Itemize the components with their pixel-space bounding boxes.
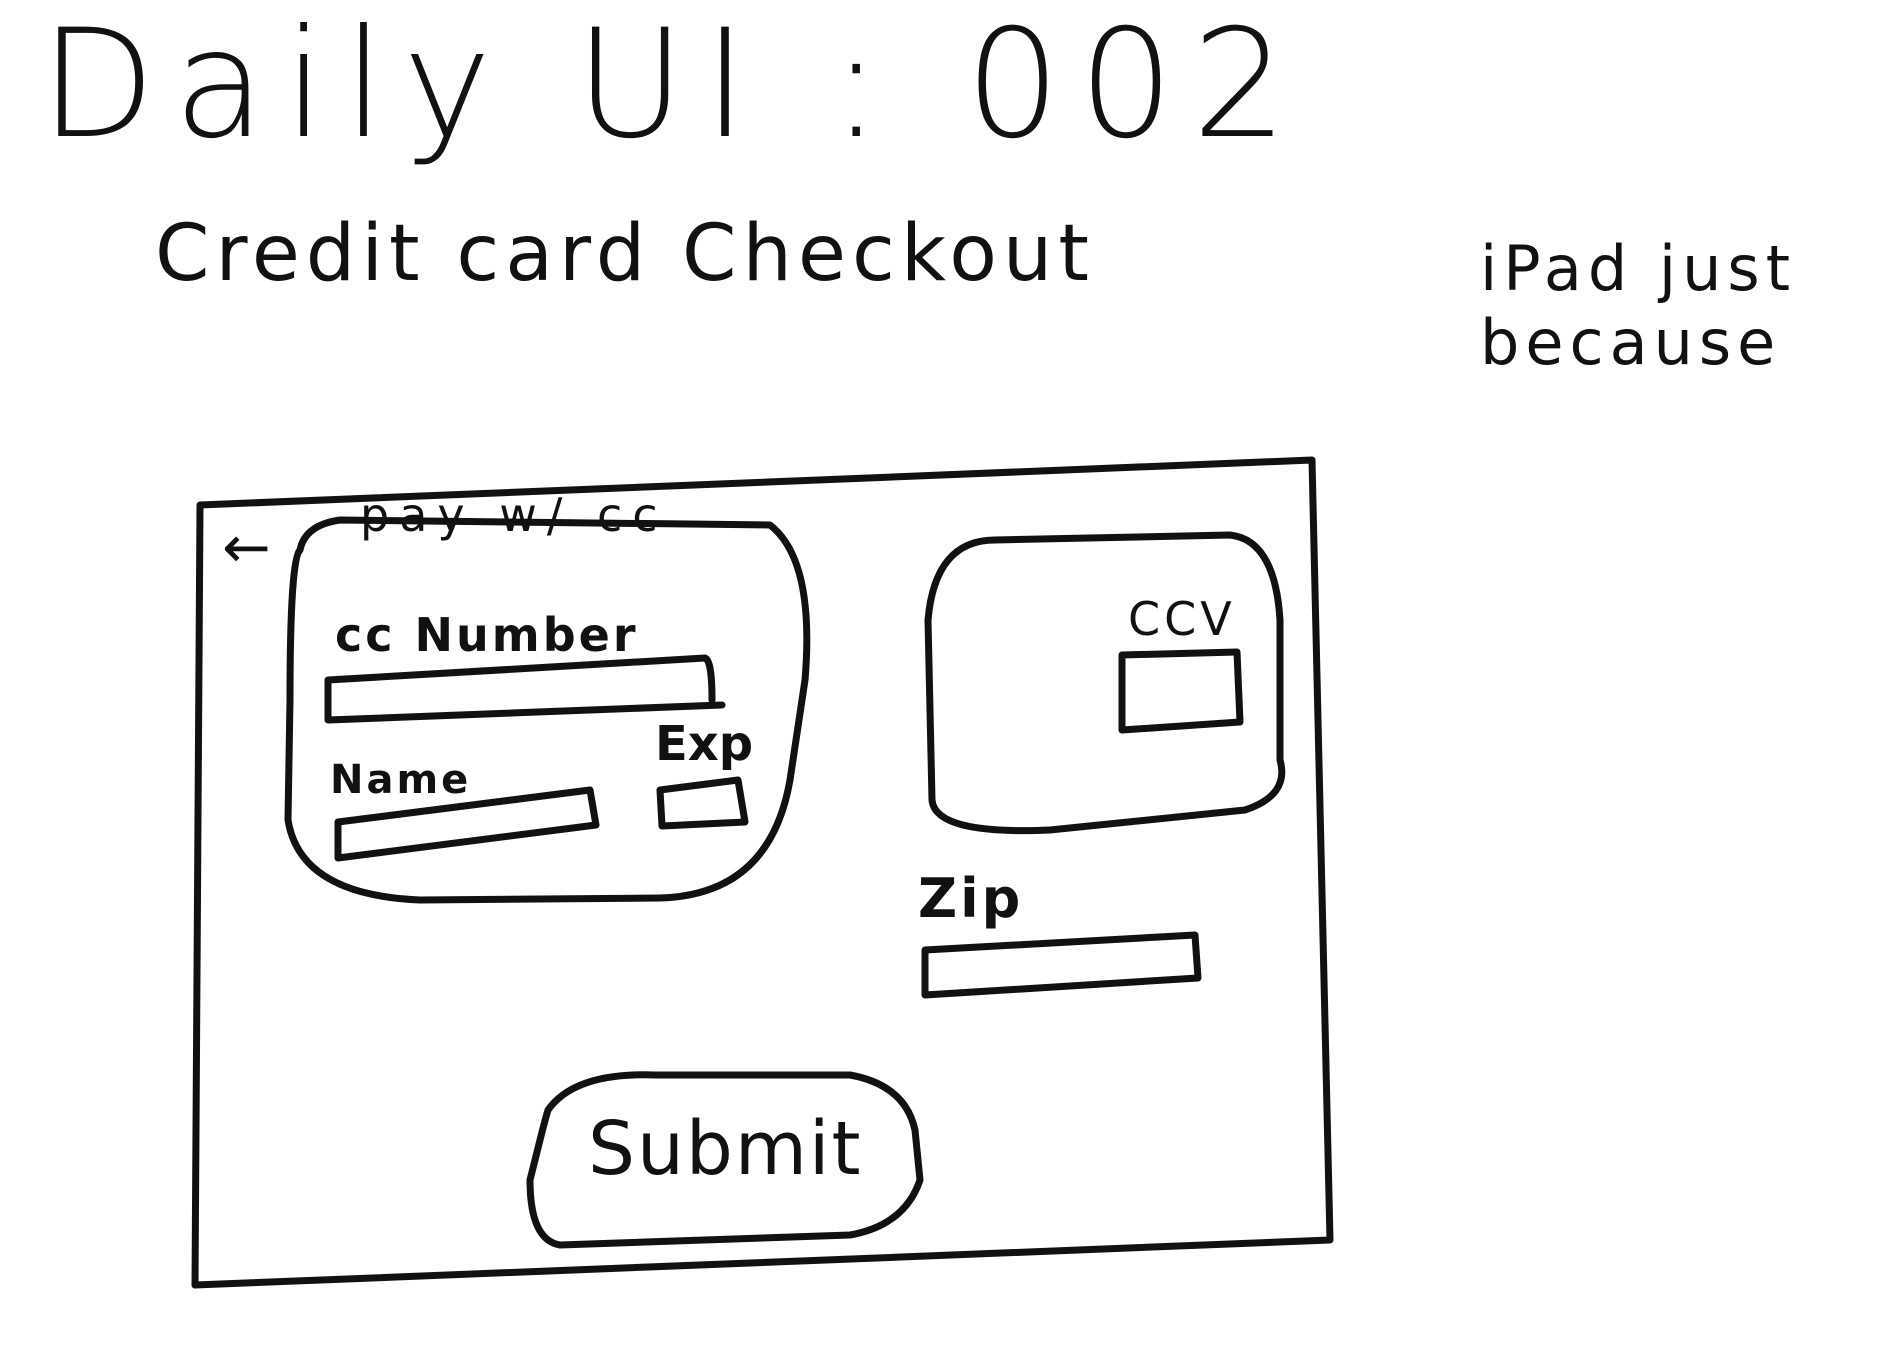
zip-label: Zip: [918, 867, 1024, 930]
card-back-outline: [924, 531, 1286, 835]
zip-input[interactable]: [925, 935, 1199, 995]
side-note: iPad just because: [1480, 232, 1888, 381]
ccv-input-outline: [1118, 648, 1244, 734]
name-label: Name: [330, 757, 472, 803]
name-input-outline: [334, 786, 600, 862]
ccv-label: CCV: [1128, 592, 1236, 646]
exp-label: Exp: [655, 716, 754, 772]
arrow-left-icon[interactable]: ←: [222, 513, 271, 581]
cc-number-label: cc Number: [335, 608, 639, 662]
screen-title: pay w/ cc: [360, 488, 668, 542]
page-title: Daily UI : 002: [40, 0, 1306, 172]
page-subtitle: Credit card Checkout: [155, 209, 1095, 299]
zip-input-outline: [921, 931, 1202, 999]
ipad-frame: [191, 456, 1334, 1289]
side-note-line-1: iPad just: [1480, 232, 1797, 305]
cc-number-input-outline: [324, 654, 726, 724]
cc-number-input[interactable]: [328, 660, 718, 720]
exp-input-outline: [656, 776, 749, 830]
submit-button-outline: [526, 1071, 924, 1249]
submit-button-label: Submit: [588, 1106, 863, 1192]
card-front-outline: [284, 516, 811, 904]
name-input[interactable]: [338, 792, 596, 856]
side-note-line-2: because: [1480, 306, 1782, 380]
ccv-input[interactable]: [1122, 652, 1242, 730]
exp-input[interactable]: [660, 780, 746, 826]
